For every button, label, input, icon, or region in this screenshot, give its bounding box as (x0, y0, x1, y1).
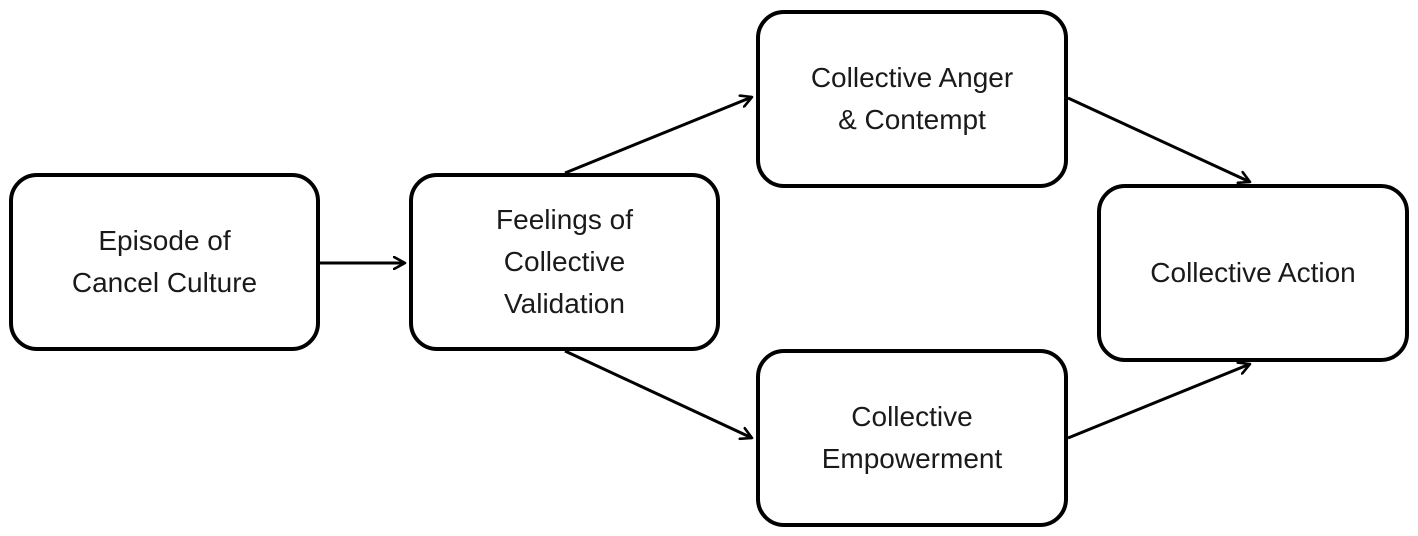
arrow-anger-to-action (1067, 96, 1250, 182)
arrow-validation-to-anger (564, 97, 752, 175)
node-label: Collective Anger & Contempt (810, 62, 1014, 135)
node-collective-action: Collective Action (1097, 184, 1409, 362)
node-collective-empowerment: Collective Empowerment (756, 349, 1068, 527)
arrow-validation-to-empowerment (564, 349, 752, 438)
node-label: Collective Action (1150, 257, 1356, 288)
node-collective-anger-contempt: Collective Anger & Contempt (756, 10, 1068, 188)
node-label: Feelings of Collective Validation (496, 204, 633, 319)
node-feelings-of-collective-validation: Feelings of Collective Validation (409, 173, 720, 351)
node-label: Collective Empowerment (821, 401, 1003, 474)
arrow-empowerment-to-action (1067, 364, 1250, 440)
node-episode-of-cancel-culture: Episode of Cancel Culture (9, 173, 320, 351)
node-label: Episode of Cancel Culture (71, 225, 258, 298)
